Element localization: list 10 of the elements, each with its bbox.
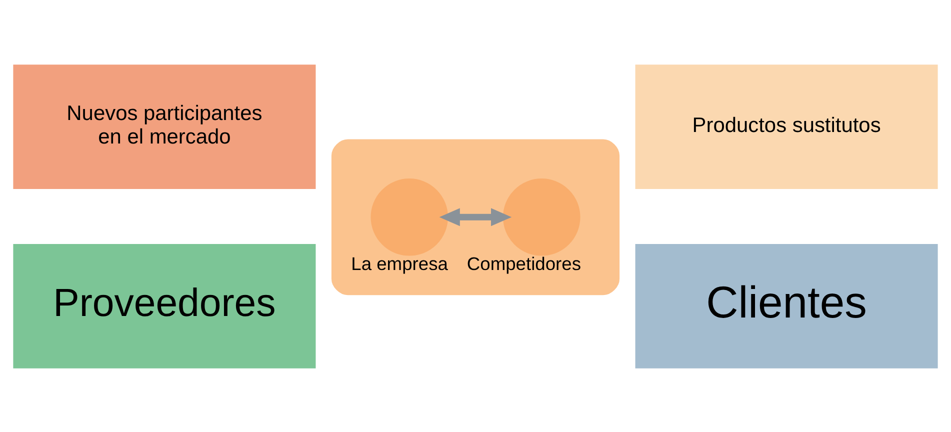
node-circle	[370, 178, 448, 256]
node-box: Productos sustitutos	[635, 64, 938, 188]
node-label: La empresa	[351, 252, 448, 274]
node-box: Nuevos participantes en el mercado	[13, 64, 316, 188]
node-box: Proveedores	[13, 244, 316, 368]
cluster	[331, 138, 620, 295]
node-label: Competidores	[466, 252, 582, 274]
node-box: Clientes	[635, 244, 938, 368]
arrow	[439, 208, 512, 226]
node-circle	[503, 178, 580, 256]
